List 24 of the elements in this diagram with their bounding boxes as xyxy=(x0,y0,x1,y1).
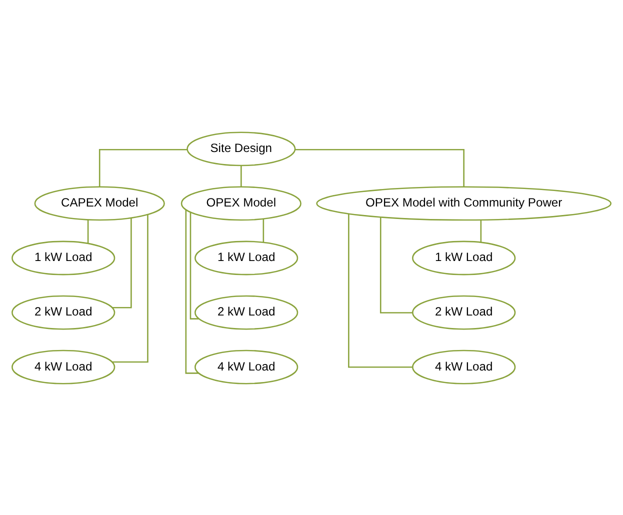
node-ellipse: 1 kW Load xyxy=(12,240,116,275)
node-ellipse: CAPEX Model xyxy=(34,186,165,220)
connector xyxy=(240,165,242,186)
node-ellipse: 1 kW Load xyxy=(412,240,516,275)
connector xyxy=(480,220,482,242)
connector xyxy=(295,148,464,186)
connector xyxy=(98,148,188,186)
node-ellipse: 4 kW Load xyxy=(12,349,116,384)
connector xyxy=(380,216,413,313)
connector xyxy=(348,213,412,368)
node-ellipse: 4 kW Load xyxy=(194,349,298,384)
connector xyxy=(190,212,199,319)
connector xyxy=(112,217,132,308)
node-ellipse: OPEX Model xyxy=(180,186,302,220)
node-ellipse: 2 kW Load xyxy=(412,294,516,330)
node-ellipse: 2 kW Load xyxy=(12,294,116,330)
node-ellipse: 2 kW Load xyxy=(194,294,298,330)
connector xyxy=(262,218,264,242)
connector xyxy=(87,219,89,243)
connector xyxy=(112,214,148,362)
node-ellipse: 4 kW Load xyxy=(412,349,516,384)
node-ellipse: 1 kW Load xyxy=(194,240,298,275)
node-ellipse: Site Design xyxy=(186,131,296,166)
node-ellipse: OPEX Model with Community Power xyxy=(316,186,612,220)
